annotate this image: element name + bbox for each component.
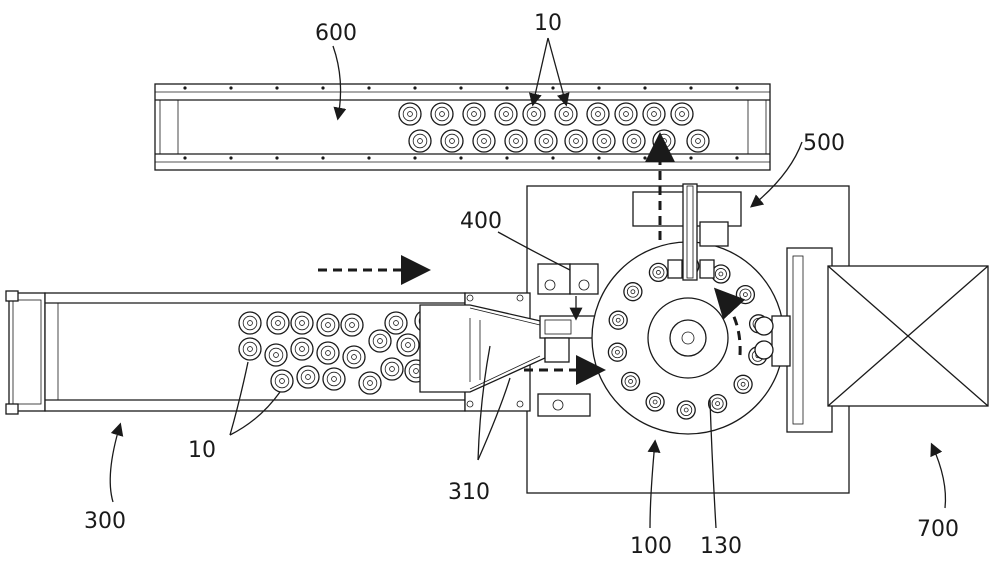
product-roll [609, 311, 627, 329]
rail-bolt [413, 156, 416, 159]
rail-bolt [551, 86, 554, 89]
rail-bolt [735, 86, 738, 89]
rail-bolt [735, 156, 738, 159]
product-roll [535, 130, 557, 152]
product-roll [317, 314, 339, 336]
label-10-top: 10 [534, 11, 562, 36]
rail-bolt [689, 156, 692, 159]
rail-bolt [643, 156, 646, 159]
rail-bolt [643, 86, 646, 89]
product-roll [646, 393, 664, 411]
product-roll [608, 343, 626, 361]
rail-bolt [505, 156, 508, 159]
rail-bolt [597, 156, 600, 159]
rail-bolt [229, 86, 232, 89]
product-roll [239, 338, 261, 360]
product-roll [239, 312, 261, 334]
product-roll [381, 358, 403, 380]
rail-bolt [321, 156, 324, 159]
box-station-700 [755, 248, 988, 432]
product-roll [671, 103, 693, 125]
product-roll [343, 346, 365, 368]
product-roll [624, 283, 642, 301]
product-roll [323, 368, 345, 390]
product-roll [317, 342, 339, 364]
product-roll [622, 372, 640, 390]
product-roll [643, 103, 665, 125]
product-roll [385, 312, 407, 334]
product-roll [297, 366, 319, 388]
product-roll [653, 130, 675, 152]
label-10-bottom: 10 [188, 438, 216, 463]
product-roll [399, 103, 421, 125]
rail-bolt [597, 86, 600, 89]
rail-bolt [505, 86, 508, 89]
rail-bolt [321, 86, 324, 89]
product-roll [565, 130, 587, 152]
rail-bolt [275, 86, 278, 89]
product-roll [369, 330, 391, 352]
label-500: 500 [803, 131, 845, 156]
product-roll [709, 395, 727, 413]
label-310: 310 [448, 480, 490, 505]
product-roll [473, 130, 495, 152]
label-100: 100 [630, 534, 672, 559]
product-roll [587, 103, 609, 125]
rail-bolt [367, 156, 370, 159]
product-roll [734, 375, 752, 393]
product-roll [505, 130, 527, 152]
rail-bolt [413, 86, 416, 89]
label-400: 400 [460, 209, 502, 234]
product-roll [341, 314, 363, 336]
product-roll [555, 103, 577, 125]
rail-bolt [459, 156, 462, 159]
product-roll [623, 130, 645, 152]
product-roll [397, 334, 419, 356]
product-roll [615, 103, 637, 125]
product-roll [291, 312, 313, 334]
product-roll [649, 263, 667, 281]
product-roll [593, 130, 615, 152]
label-700: 700 [917, 517, 959, 542]
rail-bolt [229, 156, 232, 159]
rail-bolt [183, 86, 186, 89]
label-600: 600 [315, 21, 357, 46]
product-roll [687, 130, 709, 152]
product-roll [291, 338, 313, 360]
label-300: 300 [84, 509, 126, 534]
product-roll [463, 103, 485, 125]
rail-bolt [367, 86, 370, 89]
rail-bolt [459, 86, 462, 89]
product-roll [265, 344, 287, 366]
product-roll [736, 286, 754, 304]
product-roll [409, 130, 431, 152]
output-conveyor-600 [155, 84, 770, 170]
rail-bolt [551, 156, 554, 159]
product-roll [431, 103, 453, 125]
product-roll [523, 103, 545, 125]
product-roll [359, 372, 381, 394]
rail-bolt [689, 86, 692, 89]
rail-bolt [183, 156, 186, 159]
rail-bolt [275, 156, 278, 159]
product-roll [441, 130, 463, 152]
product-roll [267, 312, 289, 334]
label-130: 130 [700, 534, 742, 559]
product-roll [677, 401, 695, 419]
product-roll [495, 103, 517, 125]
product-roll [271, 370, 293, 392]
